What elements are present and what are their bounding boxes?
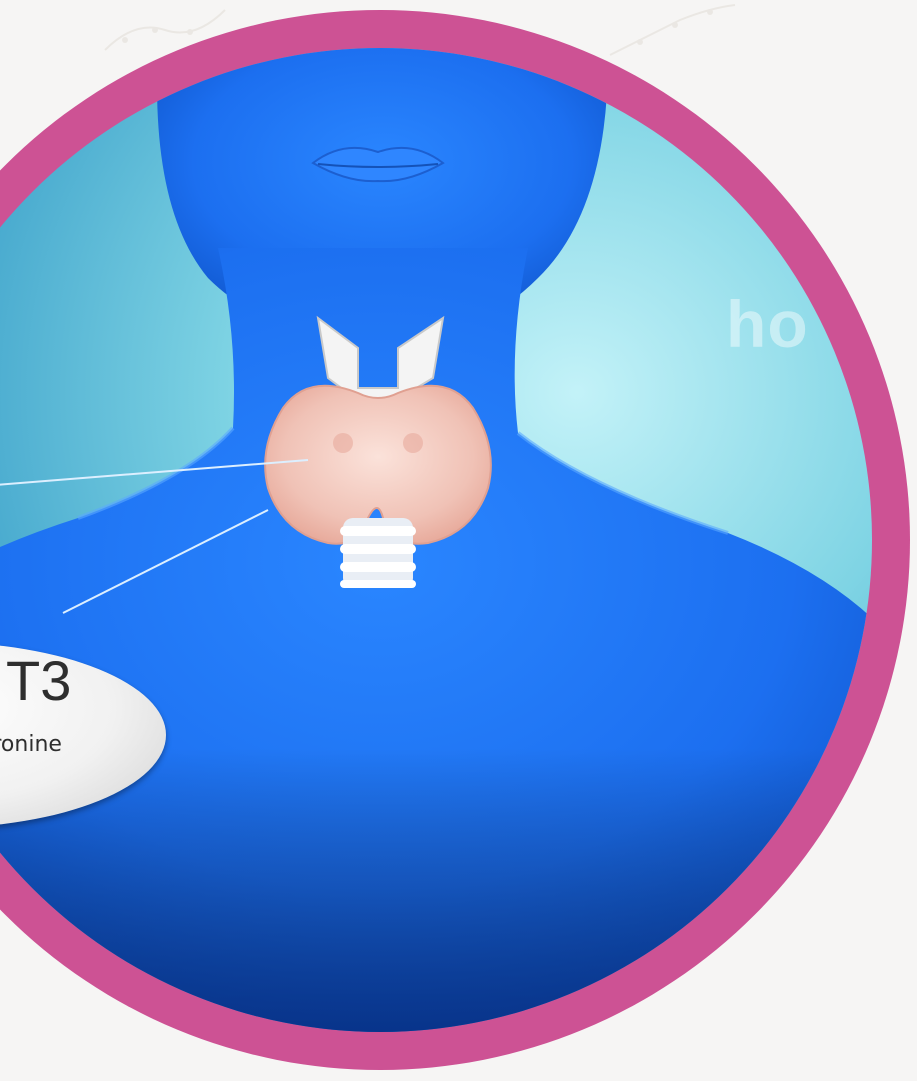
neck-anatomy-illustration — [0, 48, 872, 1032]
t3-code-text: T3 — [6, 648, 71, 713]
t3-name-text: triiodothyronine — [0, 732, 62, 757]
illustration-circle: ho T3 triiodothyronine — [0, 48, 872, 1032]
watermark-text: ho — [726, 286, 809, 362]
circular-frame: ho T3 triiodothyronine — [0, 10, 910, 1070]
trachea-shape — [340, 518, 416, 588]
